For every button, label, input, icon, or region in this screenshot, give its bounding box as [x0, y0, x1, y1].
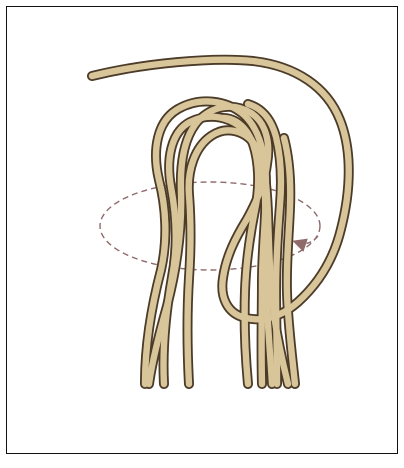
rope-strands — [92, 60, 349, 384]
